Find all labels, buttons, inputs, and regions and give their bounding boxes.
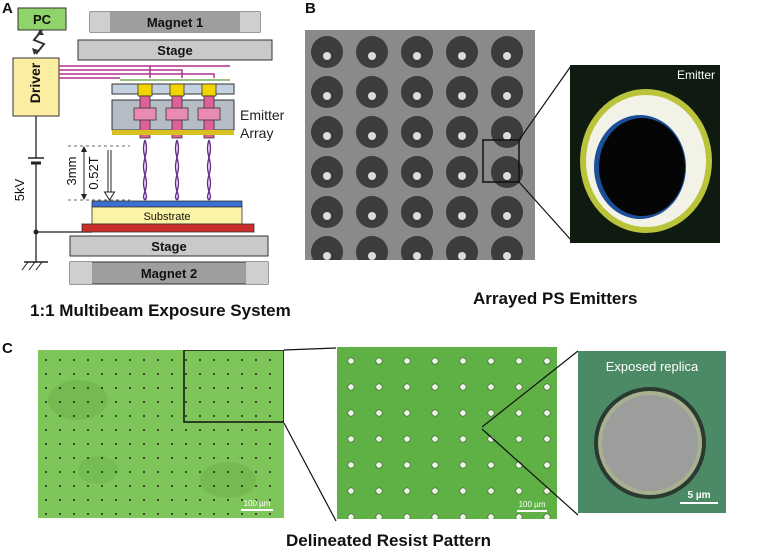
resist-pattern-wide: 100 µm <box>38 350 284 518</box>
emitter-inset: Emitter <box>570 65 720 243</box>
scale-mid: 100 µm <box>519 500 546 509</box>
substrate-label: Substrate <box>143 211 190 223</box>
substrate-top-layer <box>91 200 243 208</box>
panel-b-letter: B <box>305 0 316 17</box>
replica-inset-label: Exposed replica <box>606 359 699 374</box>
array-emitter <box>401 236 433 260</box>
stage-top-label: Stage <box>157 43 192 58</box>
array-emitter <box>356 236 388 260</box>
scale-left: 100 µm <box>244 499 271 508</box>
array-emitter <box>311 236 343 260</box>
emitter-1 <box>133 83 157 139</box>
array-emitter <box>446 236 478 260</box>
stage-bottom <box>69 235 269 257</box>
exposed-replica-inset: Exposed replica 5 µm <box>578 351 726 513</box>
driver-wires <box>59 65 230 79</box>
scale-right: 5 µm <box>688 490 711 501</box>
stage-top <box>77 39 273 61</box>
pc-label: PC <box>33 12 52 27</box>
emitter-2 <box>165 83 189 139</box>
panel-a-schematic: PC Driver Magnet 1 Stage <box>12 7 285 285</box>
stage-bottom-label: Stage <box>151 239 186 254</box>
panel-b-caption: Arrayed PS Emitters <box>473 289 638 308</box>
panel-c-zoom-lines-1 <box>283 347 337 522</box>
panel-a-caption: 1:1 Multibeam Exposure System <box>30 301 291 320</box>
emitter-3 <box>197 83 221 139</box>
zoom-region-box <box>183 350 284 423</box>
emitter-array-label-1: Emitter <box>240 107 285 123</box>
magnet-top-label: Magnet 1 <box>147 15 203 30</box>
voltage-label: 5kV <box>12 178 27 201</box>
panel-c-letter: C <box>2 340 13 357</box>
driver-box <box>12 57 60 117</box>
emitter-inset-label: Emitter <box>677 68 715 82</box>
panel-a-letter: A <box>2 0 13 17</box>
emitter-array-micrograph <box>305 30 535 260</box>
field-label: 0.52T <box>86 156 101 189</box>
magnet-bottom-label: Magnet 2 <box>141 266 197 281</box>
panel-c-zoom-lines-2 <box>481 350 579 516</box>
panel-b-zoom-lines <box>518 65 572 241</box>
selected-emitter-box <box>482 139 520 183</box>
emitter-array-label-2: Array <box>240 125 273 141</box>
resist-pattern-zoom: 100 µm <box>337 347 557 519</box>
driver-label: Driver <box>27 62 43 103</box>
array-emitter <box>491 236 523 260</box>
gap-label: 3mm <box>64 157 79 186</box>
electron-beams <box>142 139 212 201</box>
substrate-base <box>81 223 255 233</box>
panel-c-caption: Delineated Resist Pattern <box>286 531 492 550</box>
